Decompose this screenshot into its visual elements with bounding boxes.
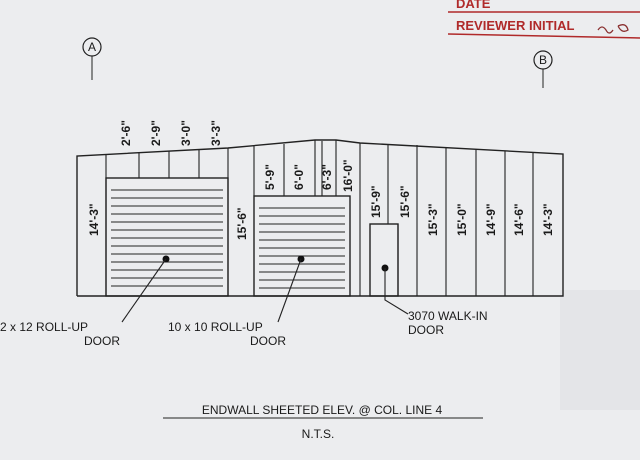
dim-right-2: 15'-6" <box>398 185 412 218</box>
dim-right-7: 14'-3" <box>541 203 555 236</box>
grid-bubble-a: A <box>82 37 102 80</box>
callout-door3-line1: 3070 WALK-IN <box>408 309 488 323</box>
dim-right-6: 14'-6" <box>512 203 526 236</box>
grid-bubble-b: B <box>533 50 553 88</box>
callout-door3-line2: DOOR <box>408 323 444 337</box>
reviewer-initials-signature <box>597 24 629 34</box>
drawing-subtitle: N.T.S. <box>302 427 335 441</box>
callout-door2-line2: DOOR <box>250 334 286 348</box>
dim-right-1: 15'-9" <box>369 185 383 218</box>
dim-over-door2-1: 5'-9" <box>263 164 277 190</box>
grid-bubble-a-label: A <box>88 40 96 54</box>
rollup-door-2 <box>253 195 351 297</box>
dim-top-3: 3'-0" <box>179 120 193 146</box>
dim-over-door2-3: 6'-3" <box>320 164 334 190</box>
dim-top-2: 2'-9" <box>149 120 163 146</box>
grid-bubble-b-label: B <box>539 53 547 67</box>
walkin-door-frame <box>369 223 399 297</box>
rollup-door-2-frame <box>253 195 351 297</box>
stamp-line-bottom <box>447 33 640 39</box>
dim-right-4: 15'-0" <box>455 203 469 236</box>
rollup-door-1-frame <box>105 177 229 297</box>
leader-door-3 <box>384 268 409 315</box>
leader-door-1 <box>121 258 167 323</box>
dim-over-door2-4: 16'-0" <box>341 159 355 192</box>
callout-door1-line1: 2 x 12 ROLL-UP <box>0 320 88 334</box>
rollup-door-2-slats <box>259 207 345 289</box>
dim-mid-wall: 15'-6" <box>235 207 249 240</box>
dim-over-door2-2: 6'-0" <box>292 164 306 190</box>
drawing-title: ENDWALL SHEETED ELEV. @ COL. LINE 4 <box>202 403 443 417</box>
stamp-reviewer-label: REVIEWER INITIAL <box>456 18 575 33</box>
review-stamp: DATE REVIEWER INITIAL <box>447 0 640 39</box>
dim-top-4: 3'-3" <box>209 120 223 146</box>
stamp-date-label: DATE <box>456 0 491 11</box>
dim-top-1: 2'-6" <box>119 120 133 146</box>
dim-left-wall: 14'-3" <box>87 203 101 236</box>
rollup-door-1-slats <box>111 189 223 287</box>
dim-right-3: 15'-3" <box>426 203 440 236</box>
dim-right-5: 14'-9" <box>484 203 498 236</box>
leader-door-2 <box>277 258 302 323</box>
callout-door1-line2: DOOR <box>84 334 120 348</box>
leader-lines <box>121 258 409 323</box>
rollup-door-1 <box>105 177 229 297</box>
paper-shade <box>560 290 640 410</box>
callout-door2-line1: 10 x 10 ROLL-UP <box>168 320 263 334</box>
